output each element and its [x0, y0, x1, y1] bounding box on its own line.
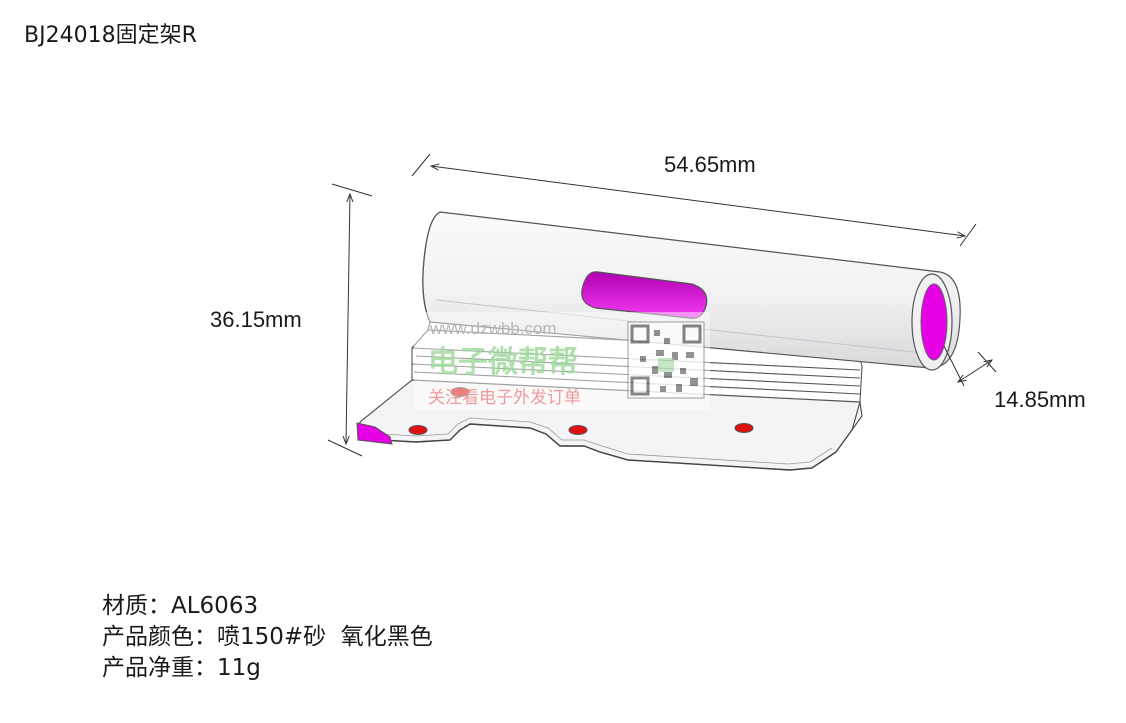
spec-material: 材质：AL6063: [102, 591, 433, 622]
spec-color-value: 喷150#砂 氧化黑色: [217, 624, 433, 650]
spec-list: 材质：AL6063 产品颜色：喷150#砂 氧化黑色 产品净重：11g: [102, 591, 433, 684]
watermark-slogan: 关注看电子外发订单: [428, 388, 581, 408]
spec-color-label: 产品颜色: [102, 624, 194, 650]
drawing-title: BJ24018固定架R: [24, 23, 197, 48]
dimension-height-label: 36.15mm: [210, 307, 302, 332]
spec-material-value: AL6063: [171, 593, 259, 619]
dimension-height: 36.15mm: [210, 183, 373, 457]
mounting-hole: [734, 423, 754, 433]
spec-weight-separator: ：: [194, 655, 217, 681]
spec-weight-value: 11g: [217, 655, 261, 681]
spec-color-separator: ：: [194, 624, 217, 650]
dimension-diameter-label: 14.85mm: [994, 387, 1086, 412]
flange-end-face: [356, 422, 393, 445]
dimension-diameter: 14.85mm: [943, 345, 1086, 412]
watermark-url: www.dzwbb.com: [429, 319, 557, 338]
watermark-name: 电子微帮帮: [428, 345, 578, 380]
tube: [422, 211, 961, 371]
spec-material-separator: ：: [148, 593, 171, 619]
watermark: www.dzwbb.com 电子微帮帮 关注看电子外发订单: [414, 312, 710, 410]
spec-weight-label: 产品净重: [102, 655, 194, 681]
spec-color: 产品颜色：喷150#砂 氧化黑色: [102, 622, 433, 653]
dimension-length-label: 54.65mm: [664, 152, 756, 177]
base-plate: [356, 379, 863, 471]
mounting-holes: [408, 387, 754, 435]
tube-bore: [920, 283, 948, 361]
tube-slot: [581, 271, 708, 319]
mounting-hole: [568, 425, 588, 435]
mounting-hole: [450, 387, 470, 397]
spec-weight: 产品净重：11g: [102, 653, 433, 684]
spec-material-label: 材质: [102, 593, 148, 619]
mounting-hole: [408, 425, 428, 435]
qr-code-icon: [627, 321, 705, 399]
dimension-length: 54.65mm: [411, 152, 977, 247]
